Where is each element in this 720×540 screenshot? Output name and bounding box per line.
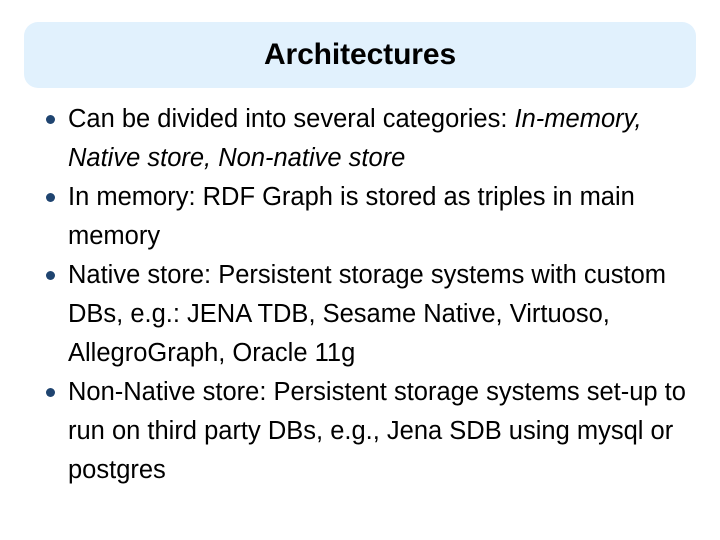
bullet-item-native-store: Native store: Persistent storage systems… — [44, 256, 694, 373]
bullet-dot-icon — [46, 193, 55, 202]
page-title: Architectures — [263, 38, 457, 71]
bullet-dot-icon — [46, 388, 55, 397]
bullet-lead-text: Non-Native store: Persistent storage sys… — [68, 378, 686, 484]
bullet-item-non-native-store: Non-Native store: Persistent storage sys… — [44, 373, 694, 490]
bullet-text: Can be divided into several categories: … — [68, 100, 694, 178]
bullet-text: Native store: Persistent storage systems… — [68, 256, 694, 373]
bullet-text: In memory: RDF Graph is stored as triple… — [68, 178, 694, 256]
bullet-text: Non-Native store: Persistent storage sys… — [68, 373, 694, 490]
bullet-list: Can be divided into several categories: … — [44, 100, 694, 490]
bullet-item-categories: Can be divided into several categories: … — [44, 100, 694, 178]
bullet-dot-icon — [46, 115, 55, 124]
bullet-dot-icon — [46, 271, 55, 280]
bullet-item-in-memory: In memory: RDF Graph is stored as triple… — [44, 178, 694, 256]
bullet-emphasis-text: In-memory, Native store, Non-native stor… — [68, 105, 642, 172]
slide-title-bar: Architectures — [24, 22, 696, 88]
bullet-lead-text: Can be divided into several categories: — [68, 105, 515, 133]
bullet-lead-text: Native store: Persistent storage systems… — [68, 261, 667, 367]
bullet-lead-text: In memory: RDF Graph is stored as triple… — [68, 183, 635, 250]
